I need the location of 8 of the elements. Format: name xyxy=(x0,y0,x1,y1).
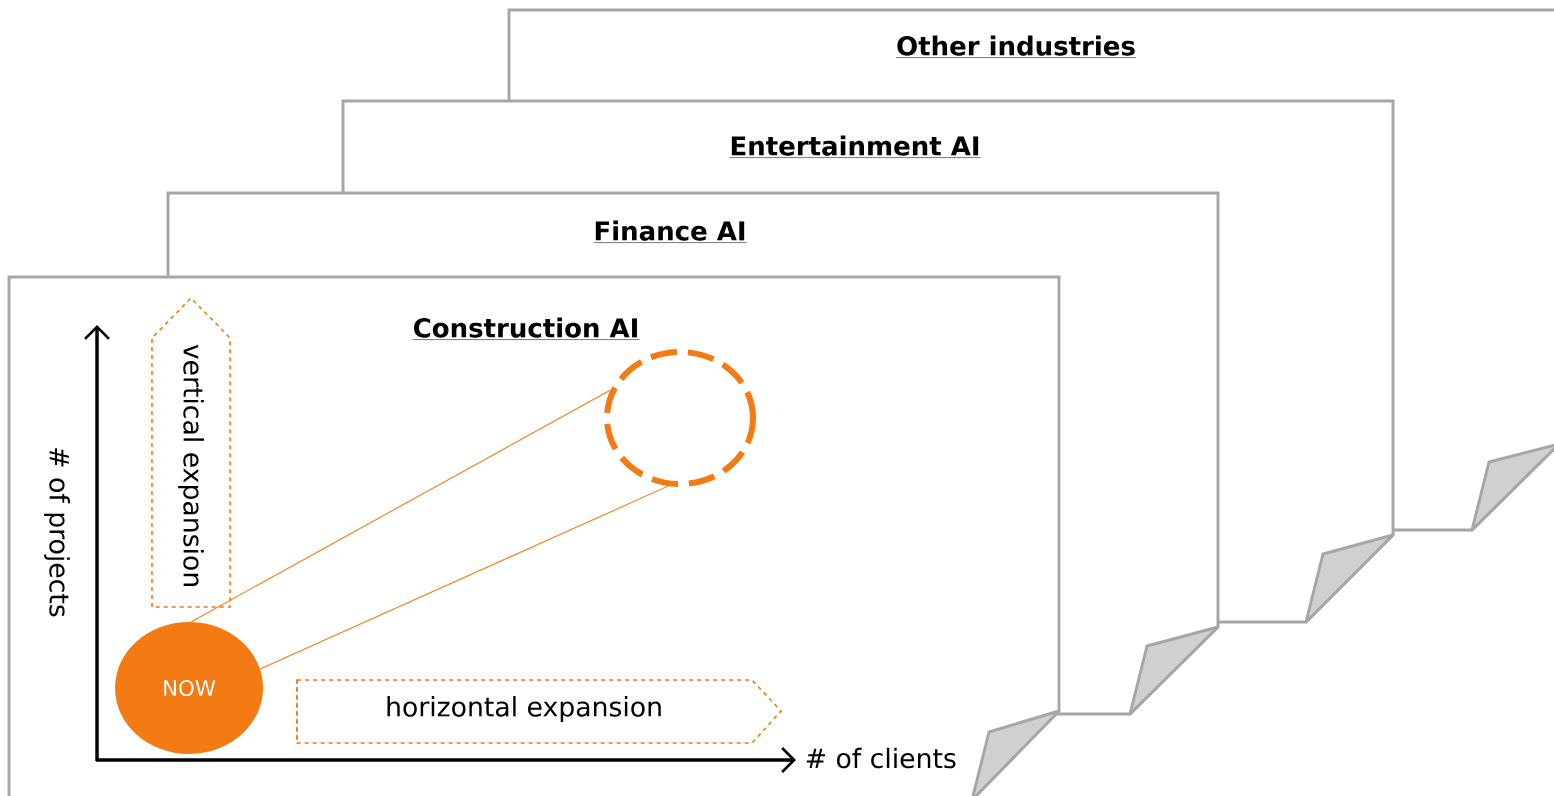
card-heading: Entertainment AI xyxy=(729,135,981,158)
card-heading: Other industries xyxy=(895,35,1137,58)
axis-label: # of clients xyxy=(806,747,956,769)
connector-line xyxy=(259,485,669,670)
card-heading: Finance AI xyxy=(593,220,747,243)
connector-line xyxy=(190,389,612,623)
dashed-circle xyxy=(604,349,756,487)
axis-label: # of projects xyxy=(44,448,70,617)
